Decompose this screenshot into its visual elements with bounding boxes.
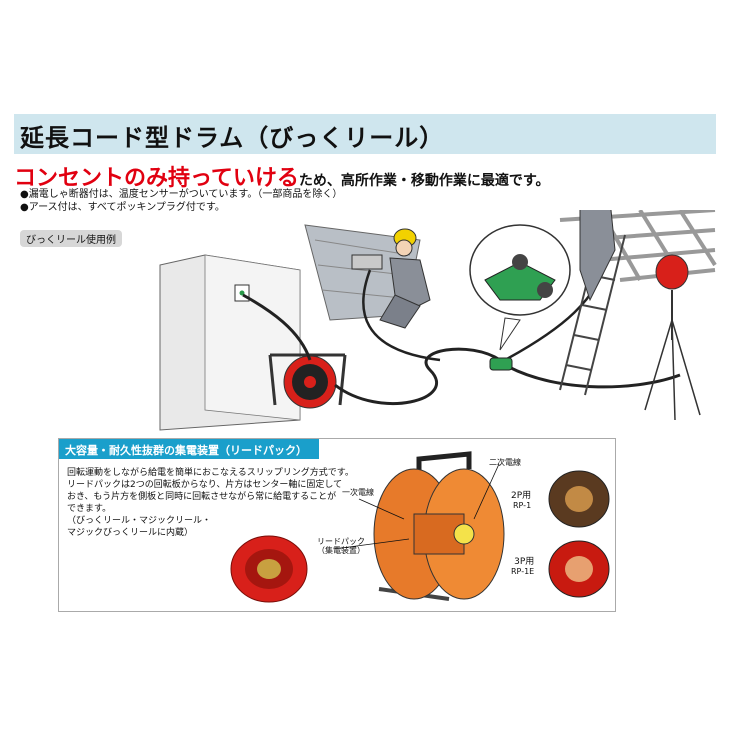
bullet-item: ●漏電しゃ断器付は、温度センサーがついています。（一部商品を除く）: [20, 189, 343, 200]
detail-line: できます。: [67, 504, 112, 514]
example-label: びっくリール使用例: [20, 230, 122, 247]
headline-rest: ため、高所作業・移動作業に最適です。: [298, 173, 550, 189]
worker-figure: [579, 210, 616, 302]
leadpack-detail-box: 大容量・耐久性抜群の集電装置（リードパック） 回転運動をしながら給電を簡単におこ…: [58, 438, 616, 612]
leadpack-3p-part: [548, 540, 610, 598]
feature-bullets: ●漏電しゃ断器付は、温度センサーがついています。（一部商品を除く） ●アース付は…: [20, 188, 342, 214]
plug-magnifier: [469, 224, 571, 351]
headline: コンセントのみ持っていけるため、高所作業・移動作業に最適です。: [14, 160, 550, 192]
usage-scene-illustration: [159, 210, 717, 431]
power-cord: [242, 293, 312, 361]
bullet-item: ●アース付は、すべてポッキンプラグ付です。: [20, 202, 225, 213]
detail-line: 回転運動をしながら給電を簡単におこなえるスリップリング方式です。: [67, 468, 354, 478]
detail-line: リードパックは2つの回転板からなり、片方はセンター軸に固定して: [67, 480, 343, 490]
detail-line: （びっくリール・マジックリール・: [67, 516, 212, 526]
work-light-stand: [644, 254, 701, 421]
detail-heading-bar: 大容量・耐久性抜群の集電装置（リードパック）: [59, 439, 319, 459]
worker-figure: [351, 228, 431, 329]
callout-secondary-wire: 二次電線: [489, 458, 521, 467]
leadpack-red-part: [230, 535, 308, 603]
callout-leadpack-sub: （集電装置）: [317, 546, 365, 555]
callout-primary-wire: 一次電線: [342, 488, 374, 497]
title-band: [14, 114, 716, 154]
detail-line: マジックびっくリールに内蔵）: [67, 528, 194, 538]
detail-description: 回転運動をしながら給電を簡単におこなえるスリップリング方式です。 リードパックは…: [67, 467, 354, 539]
headline-emphasis: コンセントのみ持っていける: [14, 166, 299, 191]
detail-line: おき、もう片方を側板と同時に回転させながら常に給電することが: [67, 492, 337, 502]
green-plug: [489, 357, 513, 371]
model-3p: 3P用 RP-1E: [511, 557, 534, 577]
extension-cord: [334, 347, 501, 406]
callout-leadpack-label: リードパック: [317, 537, 365, 546]
detail-heading: 大容量・耐久性抜群の集電装置（リードパック）: [65, 444, 307, 457]
callout-leadpack: リードパック （集電装置）: [317, 537, 365, 555]
leadpack-illustrations: [230, 451, 610, 603]
cord-reel-drum: [268, 353, 347, 409]
model-3p-code: RP-1E: [511, 567, 535, 576]
cord-reel-cutaway: [333, 451, 505, 601]
model-2p: 2P用 RP-1: [511, 491, 531, 511]
model-2p-code: RP-1: [512, 501, 532, 510]
model-2p-name: 2P用: [511, 491, 532, 501]
leadpack-2p-part: [548, 470, 610, 528]
page-title: 延長コード型ドラム（びっくリール）: [20, 124, 445, 152]
model-3p-name: 3P用: [514, 557, 535, 567]
